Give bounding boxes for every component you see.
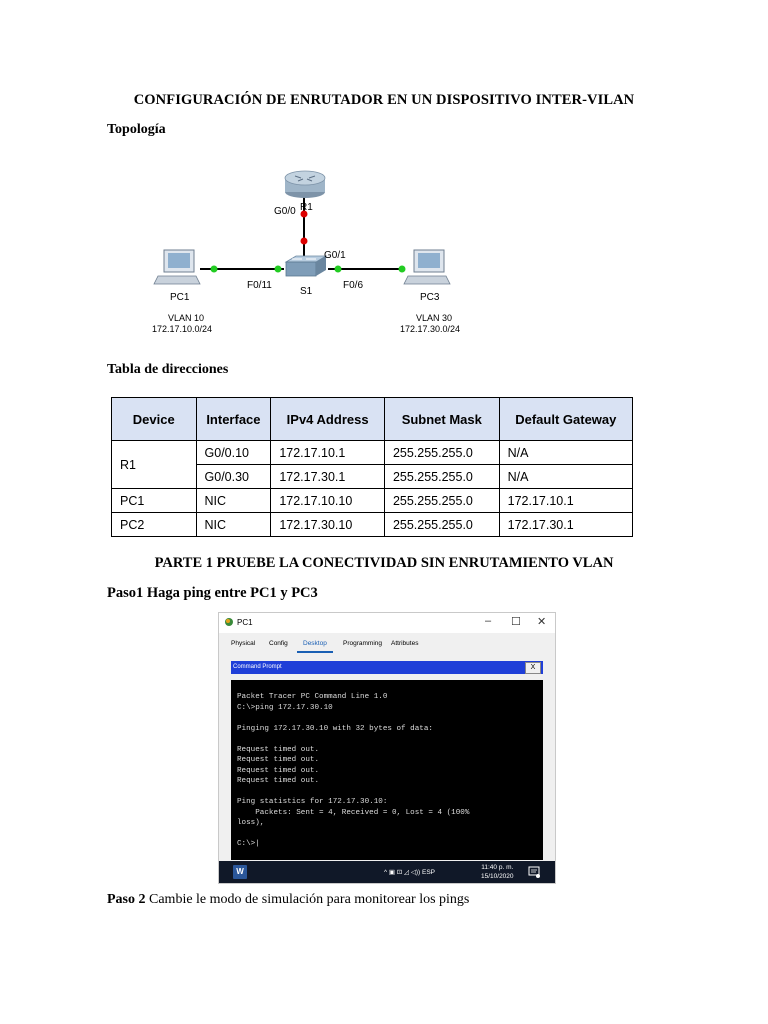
table-row: PC1 NIC 172.17.10.10 255.255.255.0 172.1… [111,488,634,513]
table-cell: 172.17.10.10 [270,488,385,513]
table-cell: G0/0.30 [195,464,272,489]
pc1-icon [153,249,201,285]
label-vlan30: VLAN 30 [416,313,452,323]
terminal-line: loss), [237,819,265,827]
link-dot-pc1 [210,265,218,273]
pc3-icon [403,249,451,285]
table-header: Default Gateway [498,397,634,441]
table-cell-device: R1 [111,440,197,489]
paso1-heading: Paso1 Haga ping entre PC1 y PC3 [107,585,318,601]
terminal-line [237,713,543,724]
table-cell: 255.255.255.0 [383,464,500,489]
label-g00: G0/0 [274,206,296,217]
terminal-line: Packet Tracer PC Command Line 1.0 [237,693,388,701]
tab-programming[interactable]: Programming [343,640,383,647]
terminal-line: Pinging 172.17.30.10 with 32 bytes of da… [237,724,433,733]
label-net10: 172.17.10.0/24 [152,324,212,334]
addressing-table: Device Interface IPv4 Address Subnet Mas… [111,397,634,537]
switch-s1-icon [284,255,328,277]
tabla-heading: Tabla de direcciones [107,362,229,377]
system-tray[interactable]: ^ ▣ ⊡ ◿ ◁)) ESP [384,869,436,876]
link-dot-pc3 [398,265,406,273]
terminal-line [237,734,543,745]
windows-taskbar: W ^ ▣ ⊡ ◿ ◁)) ESP 11:40 p. m. 15/10/2020 [219,861,555,883]
table-row: R1 G0/0.10 172.17.10.1 255.255.255.0 N/A [111,440,634,489]
maximize-button[interactable]: ☐ [511,616,521,628]
label-pc3: PC3 [420,292,440,303]
link-dot-r1-switch [300,237,308,245]
link-dot-f06 [334,265,342,273]
command-prompt-titlebar: Command Prompt X [231,661,543,674]
topology-diagram: G0/0 R1 G0/1 S1 F0/11 F0/6 PC1 VLAN 10 1… [152,170,460,334]
label-g01: G0/1 [324,250,346,261]
terminal-line [237,787,543,798]
label-vlan10: VLAN 10 [168,313,204,323]
label-r1: R1 [300,202,313,213]
tab-physical[interactable]: Physical [231,640,256,647]
minimize-button[interactable]: – [485,615,492,627]
tab-config[interactable]: Config [269,640,288,647]
tab-desktop[interactable]: Desktop [297,637,333,653]
terminal-line: Request timed out. [237,766,320,775]
terminal-line: C:\>| [237,840,260,848]
terminal-line: Request timed out. [237,756,320,764]
table-header: IPv4 Address [270,397,385,441]
close-button[interactable]: ✕ [537,616,547,628]
clock-date: 15/10/2020 [481,873,514,880]
table-cell: NIC [195,512,272,537]
notification-icon[interactable] [528,866,540,878]
paso2-label: Paso 2 [107,892,146,907]
terminal-line: Packets: Sent = 4, Received = 0, Lost = … [237,808,470,817]
table-cell: G0/0.10 [195,440,272,465]
document-title: CONFIGURACIÓN DE ENRUTADOR EN UN DISPOSI… [133,92,635,108]
table-cell: 255.255.255.0 [383,512,500,537]
table-row: G0/0.30 172.17.30.1 255.255.255.0 N/A [112,464,634,489]
clock-time: 11:40 p. m. [481,864,514,871]
command-prompt-title: Command Prompt [233,664,282,670]
topologia-heading: Topología [107,122,166,137]
table-row: PC2 NIC 172.17.30.10 255.255.255.0 172.1… [111,512,634,537]
tab-attributes[interactable]: Attributes [391,640,419,647]
terminal-line [237,829,543,840]
table-cell: N/A [498,464,634,489]
word-app-icon[interactable]: W [233,865,247,879]
paso2-text: Paso 2 Cambie le modo de simulación para… [107,892,469,908]
table-cell: 172.17.10.1 [498,488,634,513]
label-s1: S1 [300,286,313,297]
terminal-line: Ping statistics for 172.17.30.10: [237,798,388,806]
window-titlebar: PC1 – ☐ ✕ [219,613,555,633]
parte1-heading: PARTE 1 PRUEBE LA CONECTIVIDAD SIN ENRUT… [154,555,614,571]
table-header: Subnet Mask [383,397,500,441]
terminal-line: Request timed out. [237,745,320,754]
window-title: PC1 [237,618,253,627]
link-dot-f011 [274,265,282,273]
table-cell: 255.255.255.0 [383,440,500,465]
command-prompt-close-button[interactable]: X [525,662,541,674]
table-header: Device [111,397,197,441]
router-r1-icon [284,170,326,198]
table-cell: N/A [498,440,634,465]
label-f06: F0/6 [343,280,363,291]
table-cell: NIC [195,488,272,513]
label-net30: 172.17.30.0/24 [400,324,460,334]
table-cell-device: PC1 [111,488,197,513]
link-dot-r1-down [300,210,308,218]
label-pc1: PC1 [170,292,190,303]
table-cell: 172.17.10.1 [270,440,385,465]
clock[interactable]: 11:40 p. m. 15/10/2020 [481,863,514,881]
terminal-line: Request timed out. [237,777,320,785]
table-cell: 172.17.30.1 [498,512,634,537]
table-cell-device: PC2 [111,512,197,537]
label-f011: F0/11 [247,280,272,291]
packet-tracer-icon [225,618,233,626]
paso2-description: Cambie le modo de simulación para monito… [145,892,470,907]
table-cell: 172.17.30.1 [270,464,385,489]
table-header: Interface [195,397,272,441]
terminal-line: C:\>ping 172.17.30.10 [237,703,333,712]
pc1-window: PC1 – ☐ ✕ Physical Config Desktop Progra… [218,612,556,884]
table-header-row: Device Interface IPv4 Address Subnet Mas… [111,397,634,441]
table-cell: 255.255.255.0 [383,488,500,513]
table-cell: 172.17.30.10 [270,512,385,537]
